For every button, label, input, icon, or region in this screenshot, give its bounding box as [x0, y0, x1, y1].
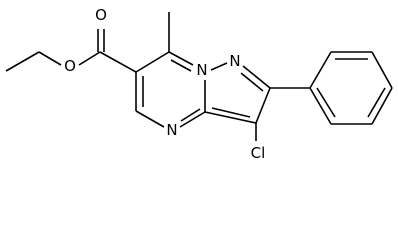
pyrazole-nitrogen-label: N	[229, 52, 240, 70]
bond-n4-c3a	[179, 111, 206, 128]
bond-ch2-o	[38, 51, 62, 66]
bond-o-carbonyl	[78, 51, 101, 66]
bond-c3-c3a	[204, 111, 257, 124]
bond-c6-c7	[135, 51, 170, 73]
bond-ph1-ph2	[309, 51, 332, 89]
bridgehead-nitrogen-label: N	[196, 61, 207, 79]
bond-ph6-ph1	[309, 87, 332, 125]
bond-c5-n4	[135, 110, 165, 128]
bond-ph4-ph5-inner	[367, 87, 386, 118]
bond-c7-n-bridge	[168, 51, 194, 66]
bond-ph6-ph1-inner	[316, 87, 336, 118]
bond-methyl-ch2	[5, 51, 40, 72]
bond-n-bridge-n2	[210, 62, 228, 71]
phenyl-ring	[270, 51, 393, 125]
atom-labels: O O N N N Cl	[64, 6, 265, 162]
bond-n2-c2	[242, 65, 271, 89]
ethyl-ester-group	[5, 29, 137, 73]
carbonyl-oxygen-label: O	[95, 6, 107, 24]
molecule-structure-diagram: O O N N N Cl	[5, 6, 393, 162]
pyrimidine-nitrogen-label: N	[166, 121, 177, 139]
bond-n4-c3a-inner	[180, 108, 201, 122]
bond-c2-c3	[255, 87, 271, 124]
bond-ph3-ph4	[371, 51, 393, 89]
ester-oxygen-label: O	[64, 57, 76, 75]
pyrazole-ring	[204, 62, 271, 141]
bond-c7-n-bridge-inner	[170, 59, 192, 72]
bond-n2-c2-inner	[240, 72, 264, 92]
chlorine-label: Cl	[251, 144, 266, 162]
pyrimidine-ring	[135, 12, 206, 128]
bond-c3-c3a-inner	[211, 107, 251, 118]
bond-ph4-ph5	[371, 87, 393, 125]
bond-carbonyl-c6	[99, 51, 137, 73]
